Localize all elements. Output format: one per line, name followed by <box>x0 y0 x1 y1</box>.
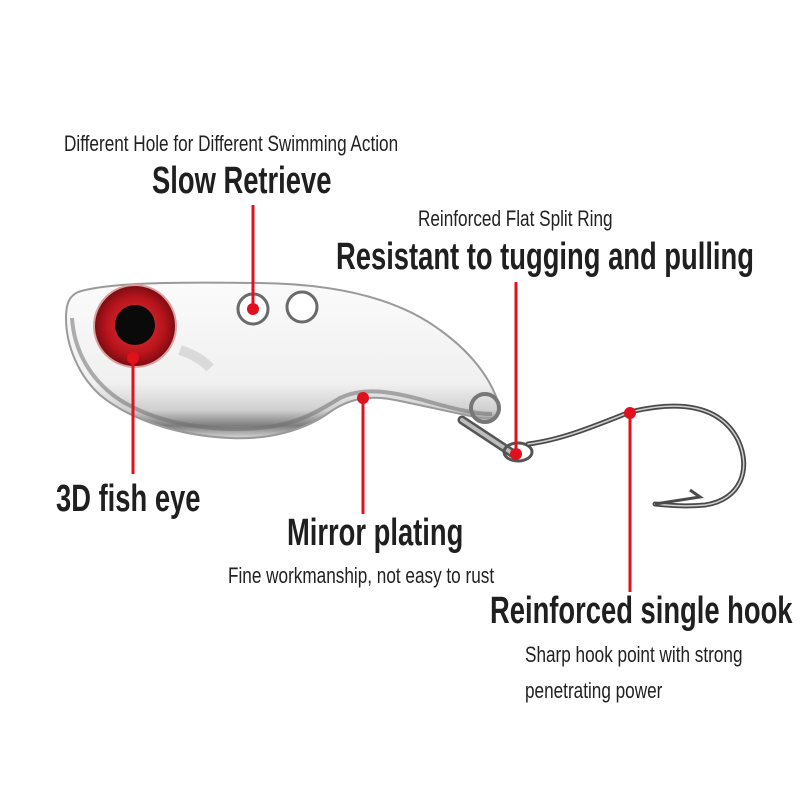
mirror-plating-title: Mirror plating <box>287 512 464 554</box>
slow-retrieve-caption: Different Hole for Different Swimming Ac… <box>64 131 399 156</box>
single-hook-caption-line2: penetrating power <box>525 678 663 703</box>
single-hook-caption-line1: Sharp hook point with strong <box>525 642 743 667</box>
split-ring-caption: Reinforced Flat Split Ring <box>418 206 613 231</box>
fish-eye <box>93 284 177 368</box>
mirror-plating-caption: Fine workmanship, not easy to rust <box>228 563 495 588</box>
split-ring-title: Resistant to tugging and pulling <box>336 236 754 278</box>
single-hook <box>525 403 747 509</box>
split-ring <box>457 392 534 463</box>
slow-retrieve-title: Slow Retrieve <box>152 160 332 202</box>
swim-holes <box>236 290 319 326</box>
callout-lines <box>127 205 636 592</box>
fish-eye-title: 3D fish eye <box>56 478 201 520</box>
single-hook-title: Reinforced single hook <box>490 590 793 632</box>
